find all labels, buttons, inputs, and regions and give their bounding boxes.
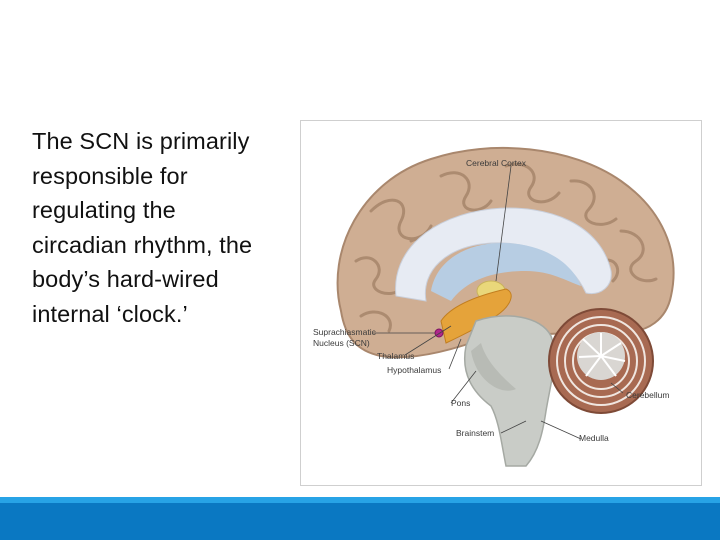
hypothalamus-shape	[440, 288, 512, 344]
label-scn-line1: Suprachiasmatic	[313, 327, 377, 337]
label-medulla: Medulla	[579, 433, 609, 443]
white-matter	[395, 207, 612, 302]
ventricle	[431, 243, 581, 301]
footer-strip	[0, 497, 720, 503]
label-cerebellum: Cerebellum	[626, 390, 669, 400]
leader-lines	[373, 165, 624, 440]
arbor-vitae	[578, 333, 626, 377]
label-hypothalamus: Hypothalamus	[387, 365, 441, 375]
body-line-5: body’s hard-wired	[32, 266, 219, 292]
footer-bar	[0, 497, 720, 540]
label-cerebral-cortex: Cerebral Cortex	[466, 158, 527, 168]
label-pons: Pons	[451, 398, 470, 408]
body-line-4: circadian rhythm, the	[32, 231, 253, 258]
brainstem-shape	[464, 315, 556, 467]
pons-shape	[471, 343, 516, 391]
label-scn-line2: Nucleus (SCN)	[313, 338, 370, 348]
body-line-2: responsible for	[32, 162, 188, 189]
label-brainstem: Brainstem	[456, 428, 494, 438]
body-text: The SCN is primarily responsible for reg…	[32, 124, 302, 331]
body-line-6: internal ‘clock.’	[32, 300, 188, 327]
body-line-1: The SCN is primarily	[32, 128, 250, 154]
brain-diagram-figure: Cerebral Cortex Suprachiasmatic Nucleus …	[300, 120, 702, 486]
body-line-3: regulating the	[32, 197, 176, 223]
label-thalamus: Thalamus	[377, 351, 414, 361]
brain-illustration: Cerebral Cortex Suprachiasmatic Nucleus …	[313, 147, 675, 467]
